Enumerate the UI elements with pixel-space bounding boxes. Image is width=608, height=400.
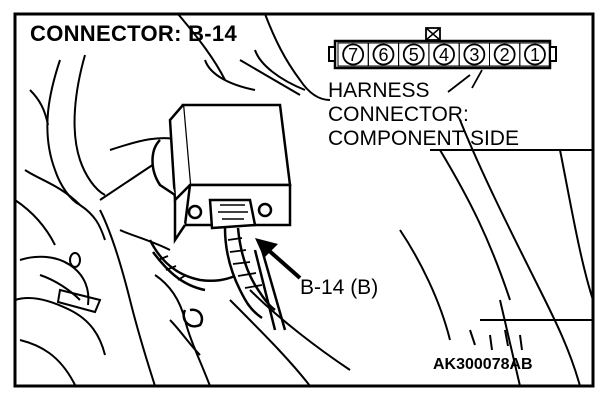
pin-circle <box>402 43 425 66</box>
pin-number: 2 <box>500 45 510 65</box>
label-leader-line <box>447 69 483 93</box>
diagram-title: CONNECTOR: B-14 <box>30 21 238 46</box>
connector-callout-label: B-14 (B) <box>300 276 379 299</box>
pin-number: 6 <box>378 45 388 65</box>
pin-number: 7 <box>348 45 358 65</box>
background-line-art <box>14 13 594 387</box>
connector-harness <box>148 198 287 331</box>
pin-number: 3 <box>469 45 479 65</box>
pin-circle <box>342 43 365 66</box>
figure-code: AK300078AB <box>433 356 533 373</box>
pin-circle <box>433 43 455 66</box>
pin-cell <box>519 42 551 67</box>
pin-circle <box>463 43 486 66</box>
component-module <box>151 103 292 245</box>
pin-number: 5 <box>409 45 419 65</box>
pin-circle <box>524 43 546 66</box>
callout-arrow <box>255 238 302 280</box>
pin-circle <box>493 43 516 66</box>
harness-connector-label: HARNESS CONNECTOR: COMPONENT SIDE <box>328 79 519 150</box>
pin-number: 1 <box>530 45 540 65</box>
pin-number: 4 <box>439 45 449 65</box>
pin-circle <box>372 43 395 66</box>
